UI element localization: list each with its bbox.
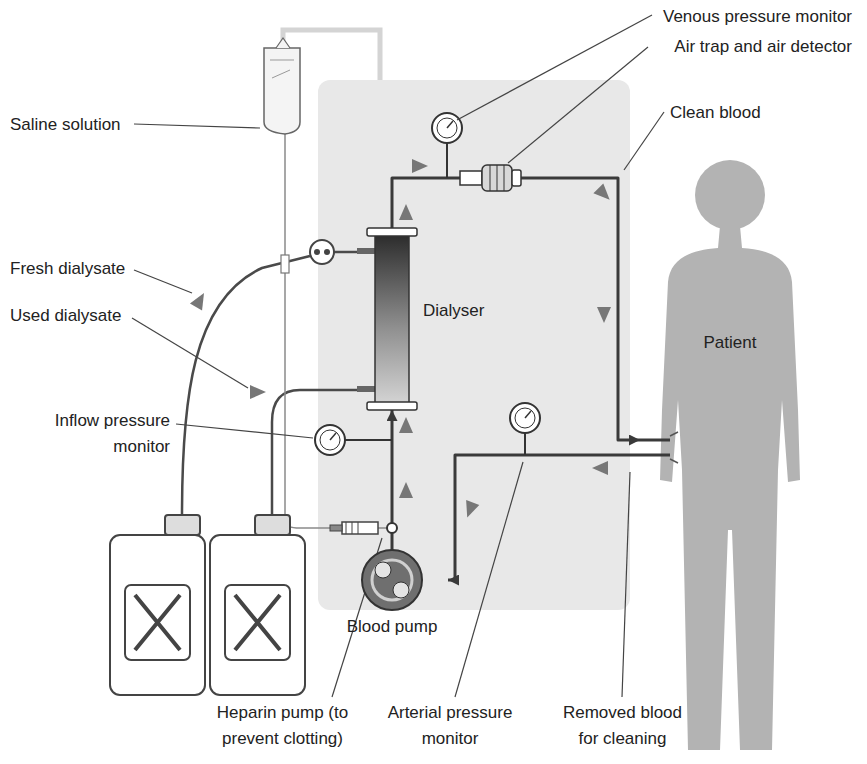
air-trap xyxy=(512,170,521,186)
pressure-gauges xyxy=(447,121,453,128)
pressure-gauges xyxy=(330,433,336,440)
dialysate-tubes xyxy=(182,256,310,515)
pressure-gauges xyxy=(345,439,392,441)
blood-pump: Blood pump xyxy=(336,550,448,644)
callout-label: Arterial pressure monitor xyxy=(370,700,530,753)
pressure-gauges xyxy=(524,433,526,455)
pressure-gauges xyxy=(510,403,540,433)
node-label: Blood pump xyxy=(336,614,448,640)
dialyser-cap xyxy=(367,402,417,410)
callout-label: Air trap and air detector xyxy=(590,34,852,60)
leader-lines xyxy=(134,270,192,293)
heparin-syringe xyxy=(346,522,358,534)
pressure-gauges xyxy=(315,113,540,455)
flow-arrows xyxy=(190,159,615,520)
saline-line xyxy=(270,60,294,78)
flow-arrows xyxy=(592,461,608,475)
pressure-gauges xyxy=(515,408,535,428)
dialysate-canisters xyxy=(165,515,200,535)
pressure-gauges xyxy=(437,118,457,138)
callout-label: Heparin pump (to prevent clotting) xyxy=(195,700,370,753)
node-label: Dialyser xyxy=(423,298,484,324)
pressure-gauges xyxy=(525,411,531,418)
flow-arrows xyxy=(597,307,611,323)
heparin-syringe xyxy=(300,522,397,534)
dialysate-canisters xyxy=(225,585,290,660)
flow-arrows xyxy=(593,183,614,204)
heparin-syringe xyxy=(387,523,397,533)
patient-body xyxy=(660,226,800,750)
leader-lines xyxy=(132,15,664,697)
access-tubes xyxy=(640,440,670,455)
dialysate-canisters xyxy=(255,515,290,535)
dialysate-tubes xyxy=(182,252,357,515)
callout-label: Clean blood xyxy=(670,100,820,126)
machine-panel xyxy=(318,80,630,610)
leader-lines xyxy=(176,424,313,438)
heparin-syringe xyxy=(342,522,378,534)
flow-arrows xyxy=(412,159,428,173)
callout-label: Used dialysate xyxy=(10,303,210,329)
flow-arrows xyxy=(399,482,413,498)
dialysate-rotor xyxy=(314,249,320,255)
pressure-gauges xyxy=(432,113,462,143)
flow-arrows xyxy=(190,290,210,311)
dialysate-canisters xyxy=(110,535,205,695)
access-needles xyxy=(670,432,678,463)
dialysate-canisters xyxy=(110,515,305,695)
dialysate-rotor xyxy=(310,240,334,264)
blood-line xyxy=(448,455,640,580)
air-trap xyxy=(482,165,512,191)
blood-line xyxy=(392,178,640,440)
air-trap xyxy=(460,165,521,191)
callout-label: Removed blood for cleaning xyxy=(555,700,690,753)
pump-tube xyxy=(372,560,412,600)
saline-line xyxy=(264,48,300,134)
dialysate-port xyxy=(357,386,375,392)
callout-label: Inflow pressure monitor xyxy=(10,408,170,461)
pressure-gauges xyxy=(320,430,340,450)
leader-lines xyxy=(624,112,664,170)
saline-line xyxy=(264,38,300,528)
flow-arrows xyxy=(461,500,480,520)
dialyser: Dialyser xyxy=(357,228,497,410)
saline-line xyxy=(276,38,290,48)
saline-line xyxy=(285,132,300,528)
dialyser-cap xyxy=(367,228,417,236)
dialyser-body xyxy=(375,234,409,404)
dialysate-tubes xyxy=(334,251,357,254)
flow-arrows xyxy=(250,385,266,399)
leader-lines xyxy=(134,124,260,128)
dialysate-rotor xyxy=(310,240,334,264)
pressure-gauges xyxy=(315,425,345,455)
leader-lines xyxy=(455,462,523,697)
heparin-syringe xyxy=(330,525,342,531)
dialysate-canisters xyxy=(235,595,280,650)
saline-line xyxy=(281,255,289,273)
leader-lines xyxy=(622,472,630,697)
dialysate-canisters xyxy=(125,585,190,660)
pressure-gauges xyxy=(446,143,448,178)
node-label: Patient xyxy=(670,330,790,356)
leader-lines xyxy=(508,47,648,163)
air-trap xyxy=(460,171,482,185)
callout-label: Fresh dialysate xyxy=(10,256,210,282)
flow-arrows xyxy=(399,417,413,433)
leader-lines xyxy=(132,318,248,388)
patient-figure: Patient xyxy=(640,150,800,760)
dialysate-canisters xyxy=(135,595,180,650)
dialysate-rotor xyxy=(324,249,330,255)
pump-roller xyxy=(375,562,391,578)
pump-roller xyxy=(393,582,409,598)
patient-figure-shape xyxy=(640,150,800,760)
callout-label: Saline solution xyxy=(10,112,210,138)
pump-housing xyxy=(362,550,422,610)
dialysate-canisters xyxy=(210,535,305,695)
air-trap xyxy=(490,165,504,191)
dialysate-port xyxy=(357,248,375,254)
flow-arrows xyxy=(399,204,413,220)
patient-head xyxy=(695,160,765,230)
callout-label: Venous pressure monitor xyxy=(590,4,852,30)
